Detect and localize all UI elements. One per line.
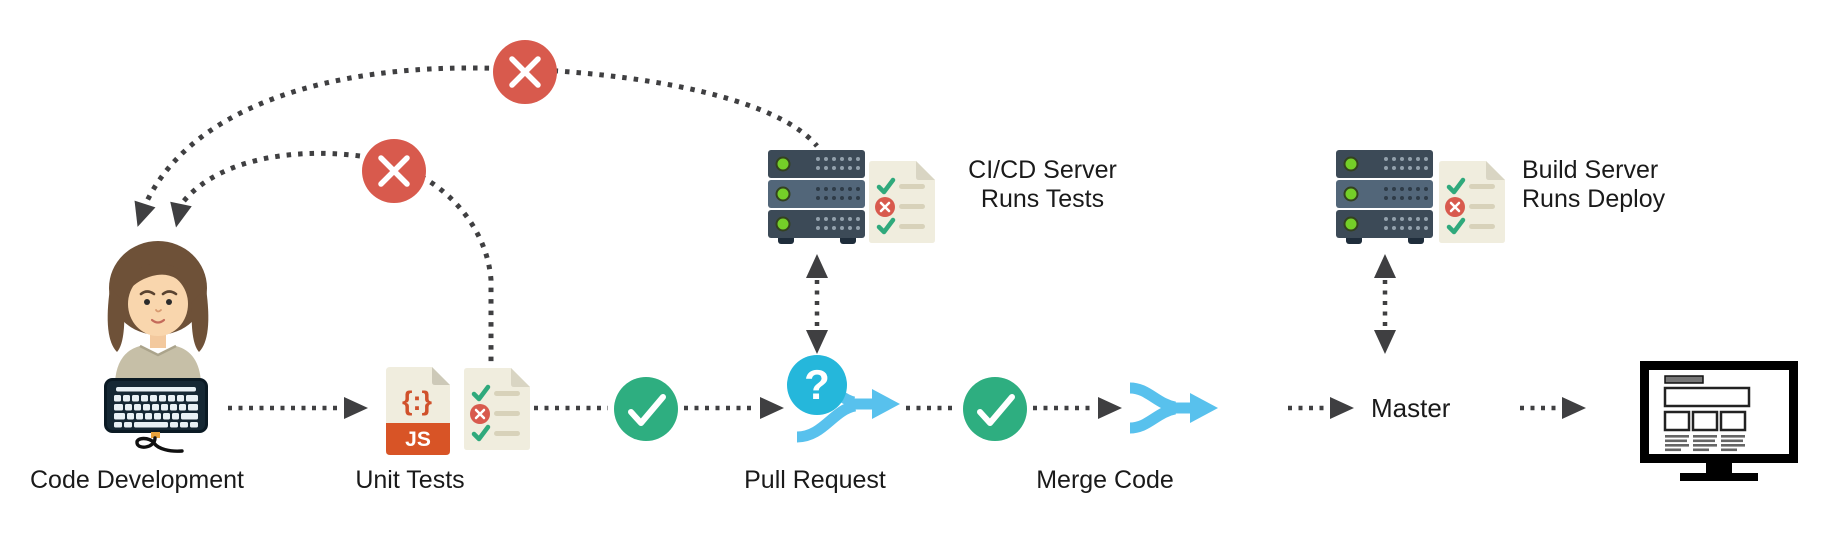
unit-tests-label: Unit Tests <box>355 466 465 494</box>
arrow-pullrequest-to-merge <box>906 397 1122 419</box>
arrow-pullrequest-cicd-server <box>806 254 828 354</box>
js-braces-symbol: {:} <box>402 386 432 416</box>
keyboard-icon <box>104 378 208 453</box>
arrowhead-icon <box>1562 397 1586 419</box>
fail-arc-cicd-to-developer <box>134 65 819 227</box>
arrowhead-icon <box>806 254 828 278</box>
keyboard-cable <box>135 436 184 453</box>
question-badge-icon: ? <box>787 355 847 415</box>
arrowhead-icon <box>1374 254 1396 278</box>
arrow-master-to-production <box>1520 397 1586 419</box>
check-badge-icon <box>963 377 1027 441</box>
arrowhead-icon <box>1330 397 1354 419</box>
build-server-caption-line2: Runs Deploy <box>1522 185 1666 213</box>
developer-avatar-icon <box>107 241 209 382</box>
arrowhead-icon <box>806 330 828 354</box>
arrow-keyboard-to-unittests <box>228 397 368 419</box>
branch-merge-icon <box>1129 382 1218 434</box>
question-mark-text: ? <box>804 361 830 408</box>
build-server-caption: Build Server Runs Deploy <box>1522 156 1665 214</box>
merge-code-label: Merge Code <box>1036 466 1174 494</box>
test-results-icon <box>869 161 935 243</box>
server-rack-icon <box>1336 150 1433 244</box>
cicd-server-caption-line1: CI/CD Server <box>968 156 1117 184</box>
keyboard-cable-plug <box>151 432 160 438</box>
master-label: Master <box>1371 393 1451 423</box>
code-development-label: Code Development <box>29 466 245 494</box>
cicd-server-caption-line2: Runs Tests <box>980 185 1105 213</box>
fail-badge-icon <box>362 139 426 203</box>
arrow-unittests-to-pullrequest <box>534 397 784 419</box>
arrow-merge-to-master <box>1288 397 1354 419</box>
arrowhead-icon <box>344 397 368 419</box>
server-rack-icon <box>768 150 865 244</box>
arrowhead-icon <box>134 200 156 227</box>
build-server-caption-line1: Build Server <box>1522 156 1659 184</box>
pull-request-label: Pull Request <box>744 466 886 494</box>
js-badge-text: JS <box>405 428 431 451</box>
arrow-master-build-server <box>1374 254 1396 354</box>
test-results-icon <box>1439 161 1505 243</box>
monitor-icon <box>1640 361 1798 481</box>
arrowhead-icon <box>760 397 784 419</box>
check-badge-icon <box>614 377 678 441</box>
test-results-icon <box>464 368 530 450</box>
arrowhead-icon <box>170 201 192 228</box>
fail-arc-unittests-to-developer <box>170 150 494 362</box>
js-file-icon: {:} JS <box>386 367 450 455</box>
fail-badge-icon <box>493 40 557 104</box>
arrowhead-icon <box>1374 330 1396 354</box>
arrowhead-icon <box>1098 397 1122 419</box>
cicd-server-caption: CI/CD Server Runs Tests <box>950 156 1135 214</box>
